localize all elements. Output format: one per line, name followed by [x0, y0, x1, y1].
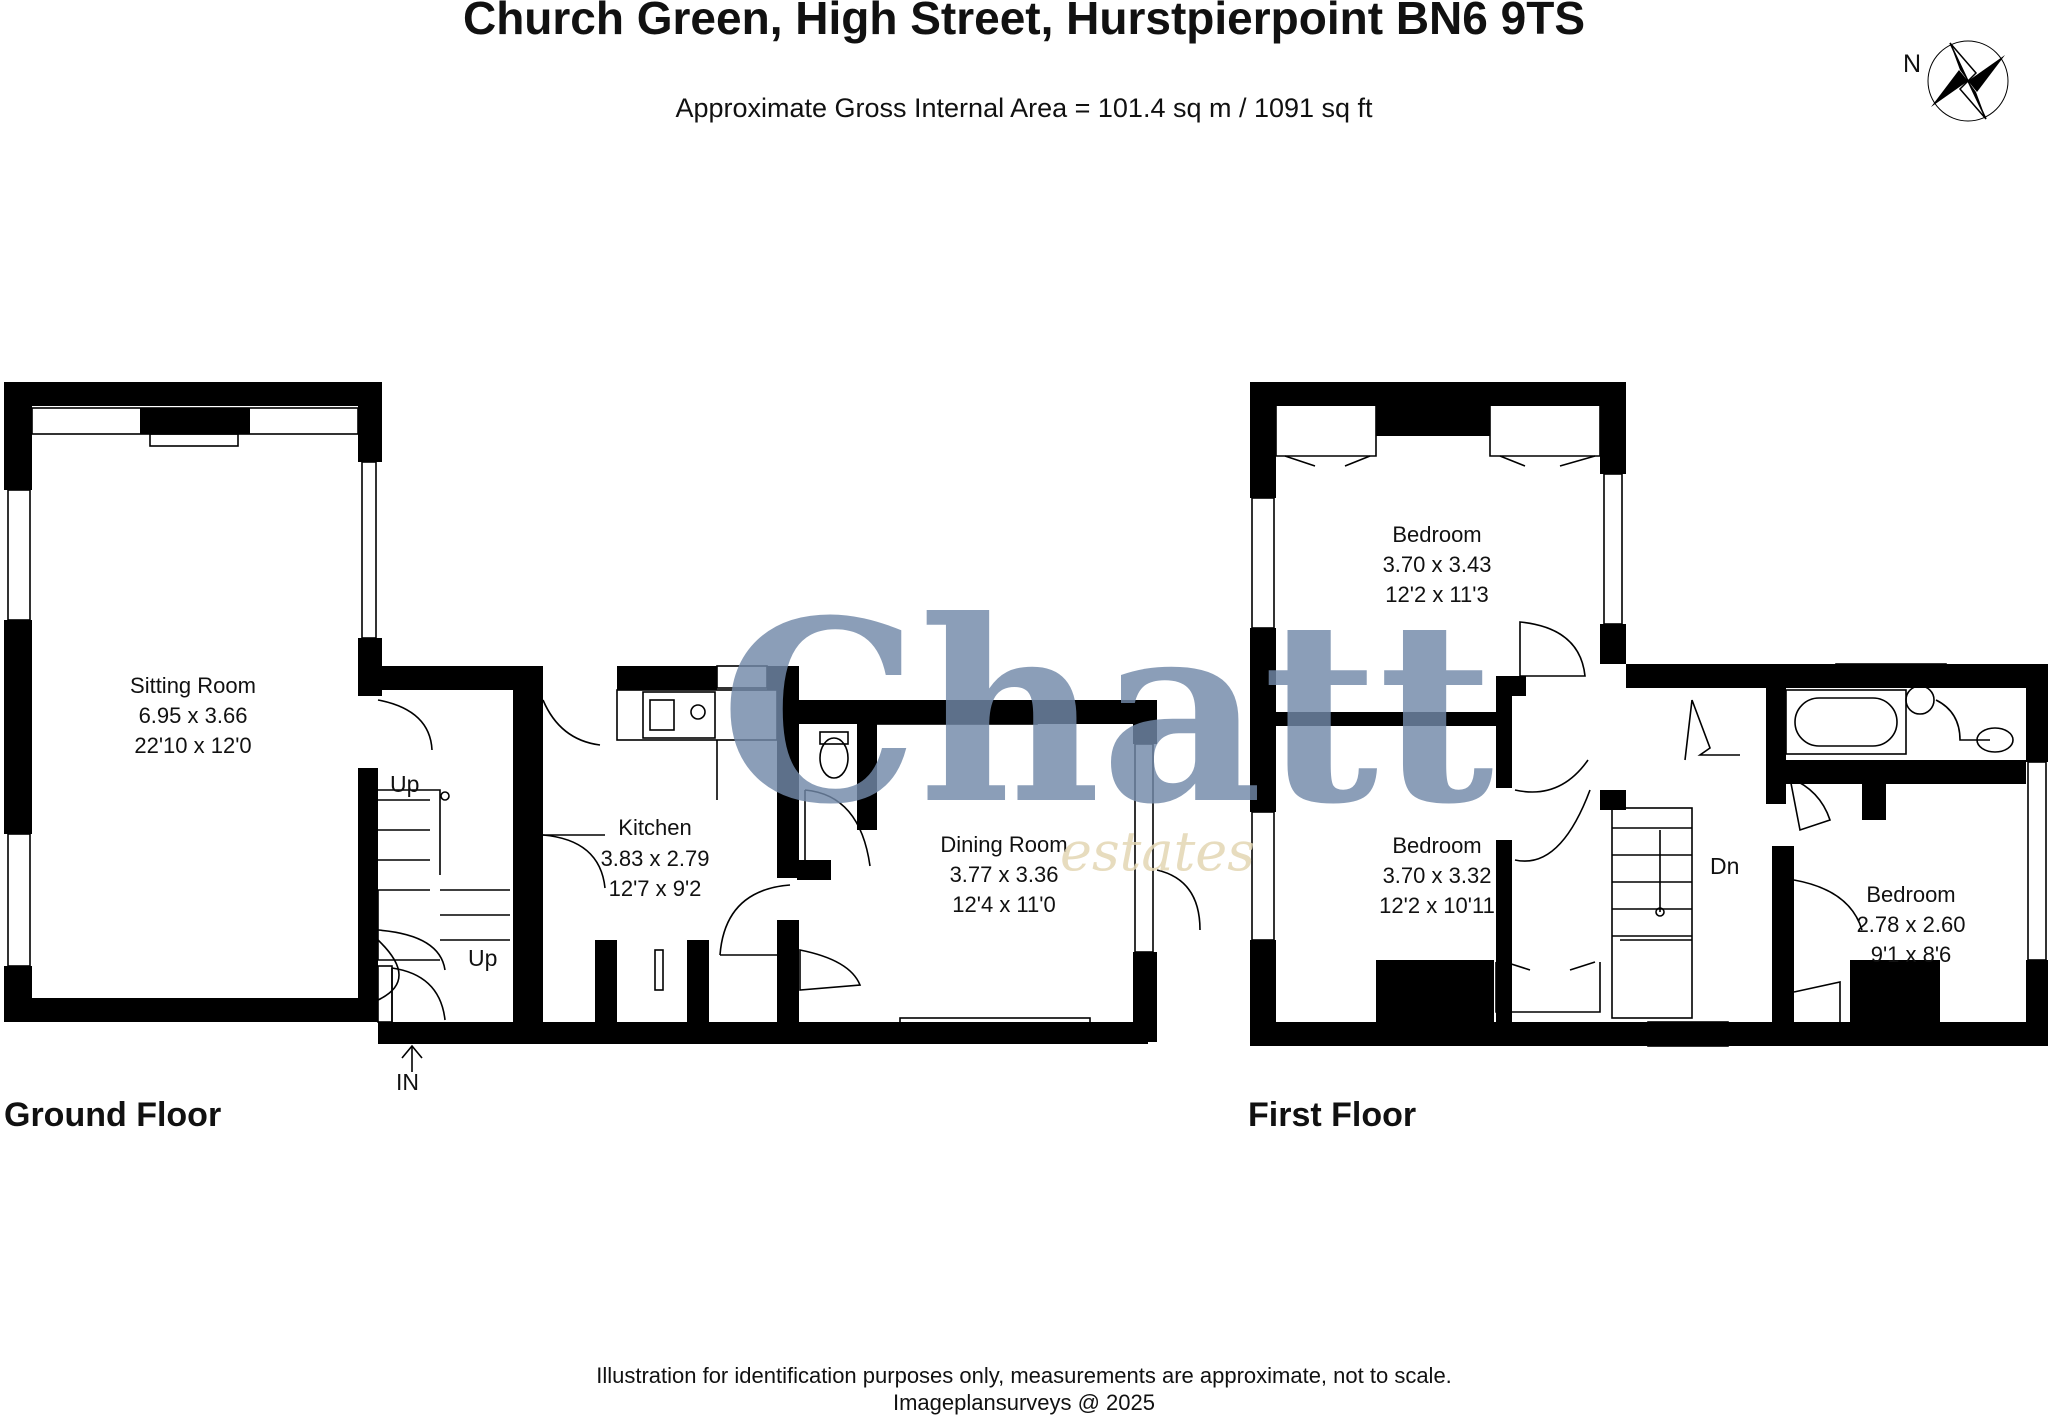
watermark-sub: estates [1060, 820, 1255, 883]
room-bedroom-1: Bedroom 3.70 x 3.43 12'2 x 11'3 [1383, 522, 1492, 607]
page-title: Church Green, High Street, Hurstpierpoin… [463, 0, 1585, 44]
room-name: Dining Room [940, 832, 1067, 857]
entrance-label: IN [396, 1069, 419, 1095]
room-bedroom-2: Bedroom 3.70 x 3.32 12'2 x 10'11 [1379, 833, 1495, 918]
room-metric: 3.83 x 2.79 [601, 846, 710, 871]
ground-floor-label: Ground Floor [4, 1096, 221, 1134]
room-metric: 2.78 x 2.60 [1857, 912, 1966, 937]
ground-floor-plan: Up Up IN [4, 382, 1201, 1095]
room-kitchen: Kitchen 3.83 x 2.79 12'7 x 9'2 [601, 815, 710, 901]
room-name: Bedroom [1392, 833, 1481, 858]
compass-north-label: N [1903, 50, 1921, 78]
room-name: Sitting Room [130, 673, 256, 698]
stairs-down-label: Dn [1710, 853, 1739, 879]
room-metric: 3.70 x 3.32 [1383, 863, 1492, 888]
compass-rose-icon: N [1903, 40, 2009, 122]
room-metric: 6.95 x 3.66 [139, 703, 248, 728]
watermark-brand: Chatt [720, 565, 1494, 859]
footer-disclaimer: Illustration for identification purposes… [596, 1363, 1452, 1388]
first-floor-plan: Dn [1250, 382, 2048, 1047]
stairs-up-label-2: Up [468, 945, 497, 971]
footer-credit: Imageplansurveys @ 2025 [893, 1390, 1155, 1415]
watermark-logo: Chatt estates [720, 565, 1494, 883]
room-imperial: 9'1 x 8'6 [1871, 942, 1952, 967]
room-metric: 3.77 x 3.36 [950, 862, 1059, 887]
area-summary: Approximate Gross Internal Area = 101.4 … [675, 93, 1373, 123]
room-imperial: 22'10 x 12'0 [134, 733, 251, 758]
room-sitting-room: Sitting Room 6.95 x 3.66 22'10 x 12'0 [130, 673, 256, 758]
room-imperial: 12'7 x 9'2 [609, 876, 702, 901]
room-bedroom-3: Bedroom 2.78 x 2.60 9'1 x 8'6 [1857, 882, 1966, 967]
room-imperial: 12'4 x 11'0 [952, 892, 1055, 917]
room-imperial: 12'2 x 10'11 [1379, 893, 1495, 918]
room-imperial: 12'2 x 11'3 [1385, 582, 1488, 607]
first-floor-label: First Floor [1248, 1096, 1416, 1134]
room-name: Kitchen [618, 815, 691, 840]
room-dining-room: Dining Room 3.77 x 3.36 12'4 x 11'0 [940, 832, 1067, 917]
room-name: Bedroom [1392, 522, 1481, 547]
stairs-up-label-1: Up [390, 771, 419, 797]
room-name: Bedroom [1866, 882, 1955, 907]
room-metric: 3.70 x 3.43 [1383, 552, 1492, 577]
